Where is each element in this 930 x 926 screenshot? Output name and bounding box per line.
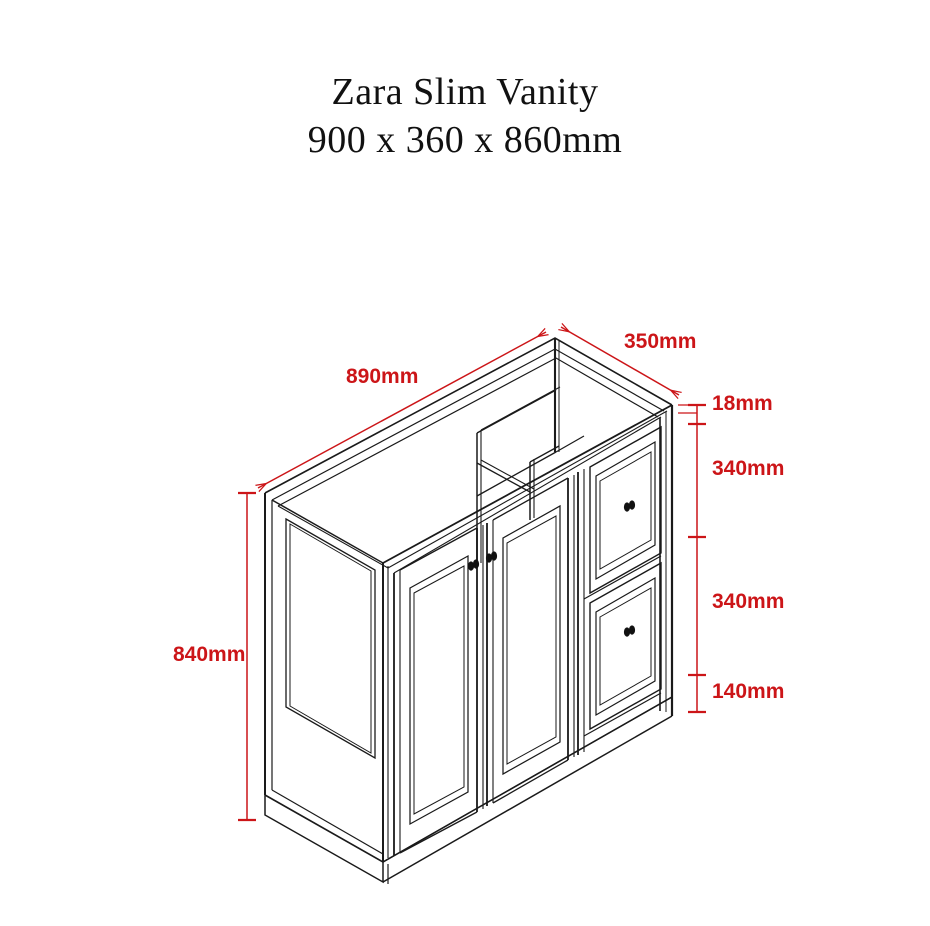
cabinet-top-rim	[264, 337, 673, 507]
dimension-label-18mm: 18mm	[712, 392, 773, 415]
page-title: Zara Slim Vanity	[331, 71, 599, 113]
internal-divider-left	[476, 386, 561, 565]
cabinet-front-face	[382, 404, 674, 863]
drawer-rails	[583, 555, 662, 737]
dimension-line-890mm	[258, 332, 546, 488]
dimension-label-350mm: 350mm	[624, 330, 697, 353]
door-left[interactable]	[393, 525, 484, 856]
dimension-chain-right	[678, 403, 706, 714]
knob-drawer-upper[interactable]	[623, 500, 636, 512]
dimension-label-340mm-upper: 340mm	[712, 457, 785, 480]
drawer-upper[interactable]	[589, 425, 662, 595]
knob-door-right[interactable]	[485, 551, 498, 563]
door-right[interactable]	[486, 475, 575, 806]
title-block: Zara Slim Vanity 900 x 360 x 860mm	[0, 68, 930, 164]
dimension-line-350mm	[561, 327, 679, 395]
internal-rail	[476, 459, 535, 493]
knob-drawer-lower[interactable]	[623, 625, 636, 637]
dimension-label-340mm-lower: 340mm	[712, 590, 785, 613]
left-side-panel	[264, 493, 389, 863]
knob-group	[467, 500, 636, 637]
back-panel-edge	[553, 338, 560, 452]
knob-door-left[interactable]	[467, 559, 480, 571]
page-subtitle-dimensions: 900 x 360 x 860mm	[307, 119, 623, 161]
dimension-label-840mm: 840mm	[173, 643, 246, 666]
drawer-lower[interactable]	[589, 561, 662, 731]
dimension-label-140mm: 140mm	[712, 680, 785, 703]
drawer-column	[577, 418, 661, 755]
dimension-line-840mm	[238, 491, 256, 822]
dimension-label-890mm: 890mm	[346, 365, 419, 388]
